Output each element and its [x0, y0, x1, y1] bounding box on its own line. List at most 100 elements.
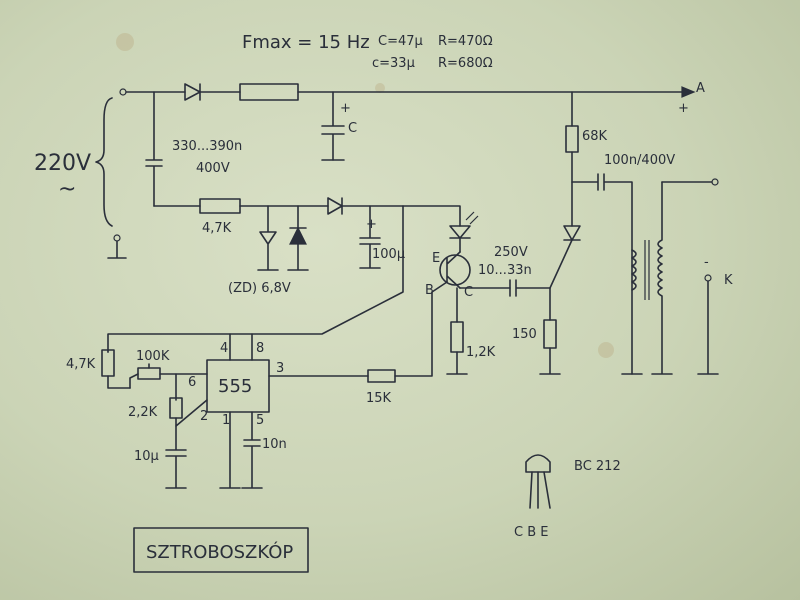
capacitor-c: [321, 91, 345, 161]
transistor-model: BC 212: [574, 459, 621, 474]
transistor-c-label: C: [464, 285, 473, 300]
pin3-label: 3: [276, 361, 284, 376]
ground-symbol: [107, 240, 127, 259]
res-100k-label: 100K: [136, 349, 170, 364]
resistor-top: [239, 83, 299, 101]
wire: [107, 375, 131, 389]
transistor-package: [525, 454, 551, 473]
capacitor-100u: [359, 205, 381, 269]
res-1k2-label: 1,2K: [466, 345, 496, 360]
ic-555: [206, 359, 270, 413]
res-4k7-b-label: 4,7K: [66, 357, 96, 372]
terminal-a-plus: +: [678, 101, 689, 116]
cap-10u-label: 10µ: [134, 449, 159, 464]
input-brace: [95, 97, 113, 227]
cap-10n-label: 10n: [262, 437, 287, 452]
ic-555-label: 555: [218, 376, 252, 397]
cap-series-voltage: 400V: [196, 161, 230, 176]
wire-supply: [107, 205, 404, 353]
stain: [375, 83, 385, 93]
pot-wires: [129, 363, 177, 401]
led-rays: [465, 211, 479, 225]
capacitor-10n: [241, 411, 263, 489]
cap-100u-label: 100µ: [372, 247, 405, 262]
wire: [402, 205, 461, 227]
diode-mid: [327, 197, 343, 215]
res-68k-label: 68K: [582, 129, 608, 144]
terminal-k-label: K: [724, 273, 733, 288]
potentiometer-100k: [137, 367, 161, 380]
cap-100n-label: 100n/400V: [604, 153, 675, 168]
title-box: [133, 527, 309, 573]
input-terminal-top: [119, 88, 127, 96]
cap-b-label: c=33µ: [372, 56, 415, 71]
cap-series-label: 330...390n: [172, 139, 242, 154]
input-terminal-bottom: [113, 234, 121, 242]
pin8-label: 8: [256, 341, 264, 356]
diode-top: [184, 83, 201, 101]
zener-lead: [287, 227, 309, 271]
resistor-1k2: [450, 321, 464, 353]
cap-c-plus: +: [340, 101, 351, 116]
pin2-label: 2: [200, 409, 208, 424]
res-2k2-label: 2,2K: [128, 405, 158, 420]
res-4k7-label: 4,7K: [202, 221, 232, 236]
transistor-symbol: [439, 254, 471, 286]
resistor-15k: [367, 369, 396, 383]
transformer-core: [644, 240, 650, 300]
res-b-label: R=680Ω: [438, 56, 493, 71]
resistor-150: [543, 319, 557, 349]
stain: [116, 33, 134, 51]
transistor-pins: C B E: [514, 525, 548, 540]
wire-base: [394, 281, 448, 377]
terminal-k: [704, 274, 712, 282]
capacitor-series: [145, 91, 163, 207]
cap-a-label: C=47µ: [378, 34, 423, 49]
arrow-a: [681, 86, 696, 98]
zener-diode-2: [289, 226, 307, 245]
res-150-label: 150: [512, 327, 537, 342]
transistor-leads: [446, 251, 461, 289]
fmax-label: Fmax = 15 Hz: [242, 32, 370, 53]
terminal-k-minus: -: [704, 255, 709, 270]
wire-k: [697, 280, 719, 375]
ground-symbol: [446, 351, 468, 375]
transistor-e-label: E: [432, 251, 440, 266]
res-15k-label: 15K: [366, 391, 392, 406]
resistor-2k2: [169, 397, 183, 419]
transistor-package-leads: [529, 471, 551, 509]
input-voltage-label: 220V: [34, 151, 91, 176]
resistor-4k7-b: [101, 349, 115, 377]
capacitor-10u: [165, 425, 187, 489]
res-a-label: R=470Ω: [438, 34, 493, 49]
cap-250v-label: 250V: [494, 245, 528, 260]
title: SZTROBOSZKÓP: [146, 541, 293, 563]
hv-terminal: [711, 178, 719, 186]
cap-10-33n-label: 10...33n: [478, 263, 532, 278]
ic-pins-top: [229, 333, 253, 361]
zener-label: (ZD) 6,8V: [228, 281, 291, 296]
pin4-label: 4: [220, 341, 228, 356]
stain: [598, 342, 614, 358]
transistor-b-label: B: [425, 283, 434, 298]
ground-symbol: [539, 347, 561, 375]
capacitor-10-33n: [509, 279, 551, 297]
ac-symbol: ~: [58, 177, 76, 202]
terminal-a-label: A: [696, 81, 705, 96]
transformer-primary: [631, 249, 637, 291]
transformer-secondary: [651, 181, 673, 375]
pin1-label: 1: [222, 413, 230, 428]
led: [449, 225, 471, 239]
thyristor: [563, 225, 581, 241]
zener-diode-1: [257, 205, 279, 271]
resistor-68k: [565, 125, 579, 153]
ic-pin1-ground: [219, 411, 241, 489]
thyristor-gate: [549, 239, 573, 289]
cap-c-label: C: [348, 121, 357, 136]
cap-100u-plus: +: [366, 217, 377, 232]
capacitor-100n: [571, 173, 633, 375]
resistor-4k7: [199, 198, 241, 214]
pin5-label: 5: [256, 413, 264, 428]
